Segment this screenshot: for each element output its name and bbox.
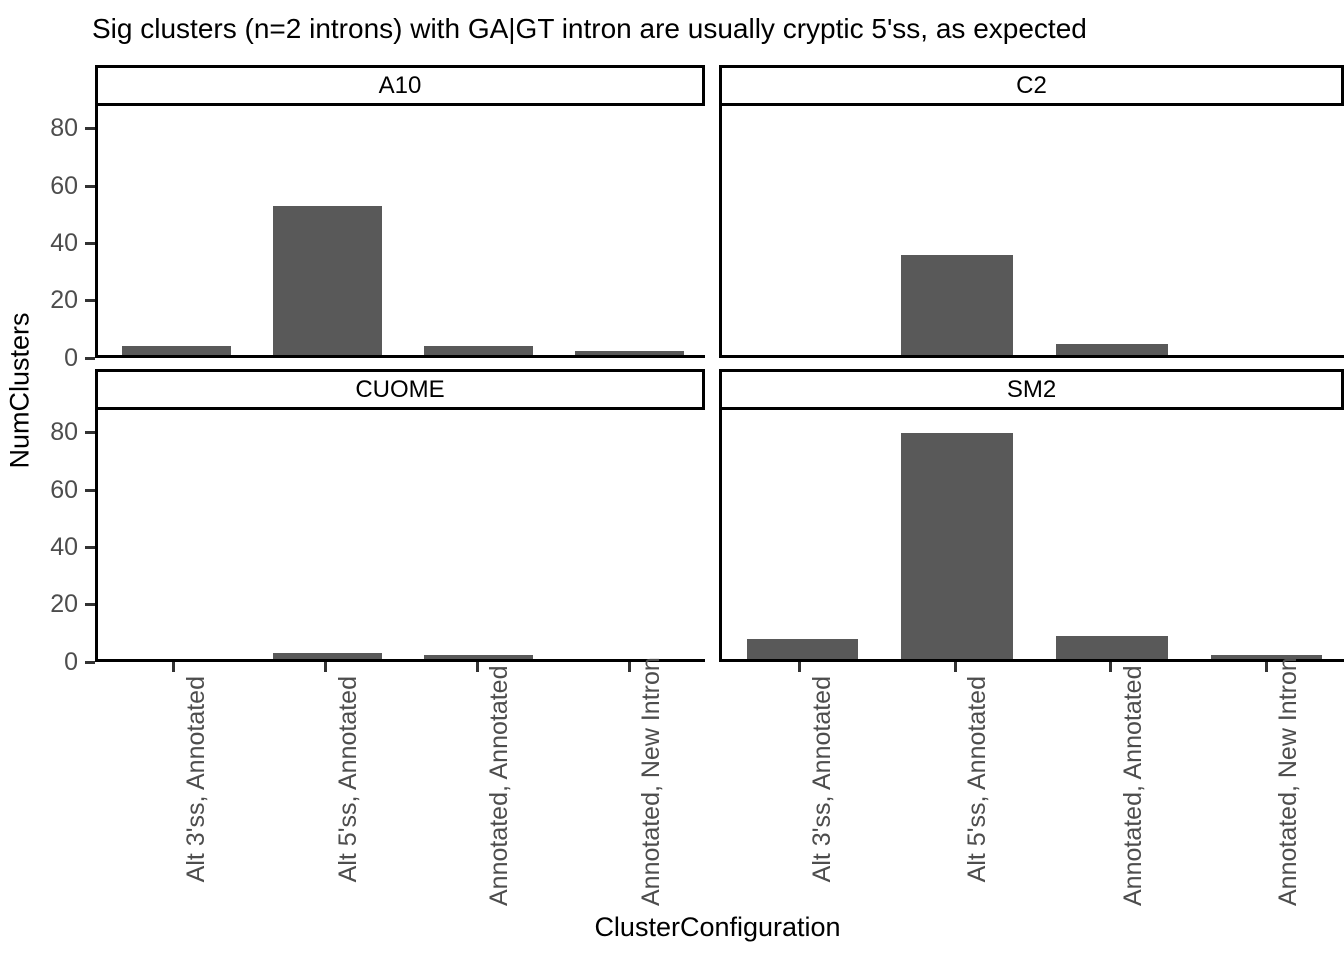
facet-strip-cuome: CUOME (95, 369, 705, 410)
y-axis-tick: 20 (50, 286, 95, 314)
x-axis-tick-mark (1264, 662, 1268, 672)
x-axis-tick-mark (798, 662, 802, 672)
bars-sm2 (725, 410, 1344, 659)
y-axis-tick-label: 0 (64, 343, 78, 372)
facet-strip-label: CUOME (355, 375, 445, 403)
y-axis-tick-label: 20 (50, 286, 78, 315)
bar (901, 432, 1013, 659)
y-axis-tick: 0 (64, 648, 95, 676)
plot-area-cuome (95, 410, 705, 662)
y-axis-tick: 0 (64, 344, 95, 372)
facet-panel-c2: C2 (719, 65, 1344, 358)
y-axis-tick-mark (85, 356, 95, 360)
y-axis-tick: 60 (50, 172, 95, 200)
y-axis-tick-mark (85, 127, 95, 131)
plot-area-sm2 (719, 410, 1344, 662)
y-axis-tick: 40 (50, 229, 95, 257)
x-axis-tick-mark (475, 662, 479, 672)
bar (273, 206, 382, 355)
plot-area-a10 (95, 106, 705, 358)
y-axis-tick: 20 (50, 590, 95, 618)
page-title: Sig clusters (n=2 introns) with GA|GT in… (92, 13, 1087, 44)
plot-area-c2 (719, 106, 1344, 358)
panel-grid: A10 C2 CUOME SM2 (95, 65, 1344, 662)
facet-strip-label: A10 (378, 71, 422, 99)
x-axis-tick-mark (953, 662, 957, 672)
y-axis-tick-label: 40 (50, 228, 78, 257)
facet-strip-label: SM2 (1006, 375, 1057, 403)
bar (746, 638, 859, 659)
bar (1056, 343, 1168, 355)
facet-strip-label: C2 (1016, 71, 1047, 99)
facet-panel-sm2: SM2 (719, 369, 1344, 662)
y-axis-tick-label: 60 (50, 171, 78, 200)
x-axis-tick-mark (627, 662, 631, 672)
y-axis-tick-mark (85, 545, 95, 549)
y-axis-tick-mark (85, 299, 95, 303)
x-axis-tick-mark (172, 662, 176, 672)
bar (424, 346, 533, 355)
y-axis-tick-mark (85, 660, 95, 664)
y-axis-tick-mark (85, 431, 95, 435)
y-axis-tick-mark (85, 184, 95, 188)
x-axis-tick-label: Annotated, New Intron (1274, 657, 1303, 906)
bar (424, 655, 533, 659)
x-axis-tick-mark (1109, 662, 1113, 672)
bars-c2 (725, 106, 1344, 355)
y-axis-tick-label: 0 (64, 647, 78, 676)
y-axis-tick-label: 80 (50, 418, 78, 447)
x-axis-title: ClusterConfiguration (594, 912, 841, 942)
y-axis-tick: 80 (50, 114, 95, 142)
y-axis-tick-mark (85, 488, 95, 492)
facet-strip-c2: C2 (719, 65, 1344, 106)
x-axis-tick-mark (324, 662, 328, 672)
y-axis-tick-label: 20 (50, 590, 78, 619)
bar (901, 254, 1013, 355)
y-axis-tick: 40 (50, 533, 95, 561)
y-axis-top: 0 20 40 60 80 (0, 106, 95, 372)
y-axis-tick: 60 (50, 476, 95, 504)
bar (575, 351, 684, 355)
bars-cuome (101, 410, 705, 659)
y-axis-tick-label: 80 (50, 114, 78, 143)
y-axis-bottom: 0 20 40 60 80 (0, 410, 95, 676)
y-axis-tick-label: 60 (50, 475, 78, 504)
y-axis-tick-mark (85, 241, 95, 245)
facet-panel-cuome: CUOME (95, 369, 705, 662)
bar (1056, 636, 1168, 659)
facet-panel-a10: A10 (95, 65, 705, 358)
facet-strip-sm2: SM2 (719, 369, 1344, 410)
bar (273, 653, 382, 659)
bar (122, 346, 231, 355)
y-axis-tick-label: 40 (50, 532, 78, 561)
facet-strip-a10: A10 (95, 65, 705, 106)
bars-a10 (101, 106, 705, 355)
y-axis-tick-mark (85, 603, 95, 607)
bar (1210, 655, 1323, 659)
y-axis-tick: 80 (50, 418, 95, 446)
